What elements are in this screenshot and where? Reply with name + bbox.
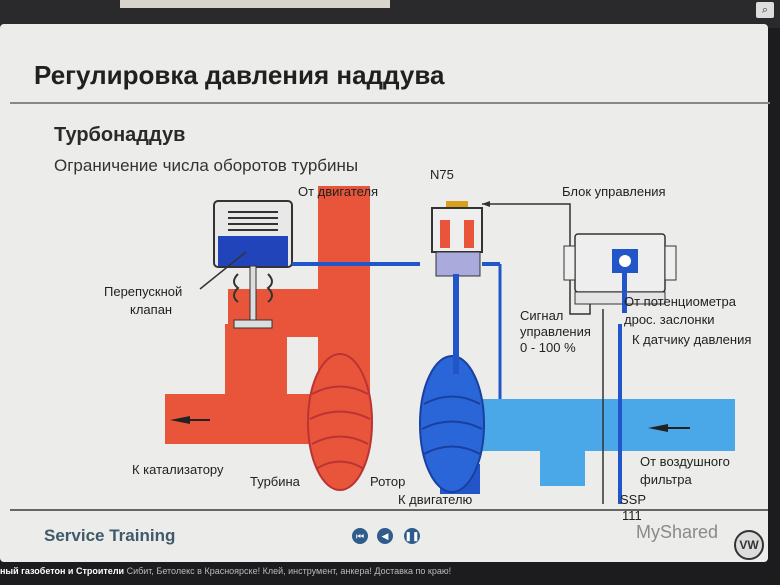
- label-ssp: SSP: [620, 492, 646, 507]
- label-air-filter: От воздушного: [640, 454, 730, 469]
- turbo-diagram: От двигателя N75 Блок управления Перепус…: [104, 167, 751, 523]
- slide-description: Ограничение числа оборотов турбины: [54, 156, 359, 175]
- label-from-engine: От двигателя: [298, 184, 378, 199]
- label-signal-2: управления: [520, 324, 591, 339]
- address-field[interactable]: [120, 0, 390, 8]
- label-signal-3: 0 - 100 %: [520, 340, 576, 355]
- control-unit: [563, 233, 677, 313]
- arrow-left-icon: [648, 424, 668, 432]
- wastegate-valve: [199, 200, 293, 329]
- n75-valve: [431, 201, 502, 399]
- slide: Регулировка давления наддува Турбонаддув…: [0, 24, 770, 562]
- label-ssp-number: 111: [622, 508, 642, 523]
- vw-logo: VW: [734, 530, 764, 560]
- label-n75: N75: [430, 167, 454, 182]
- label-potentiometer-2: дрос. заслонки: [624, 312, 715, 327]
- slide-title: Регулировка давления наддува: [34, 60, 445, 90]
- label-turbine: Турбина: [250, 474, 301, 489]
- label-to-engine: К двигателю: [398, 492, 473, 507]
- search-icon[interactable]: ⌕: [756, 2, 774, 18]
- label-wastegate-2: клапан: [130, 302, 172, 317]
- label-control-unit: Блок управления: [562, 184, 666, 199]
- label-pressure-sensor: К датчику давления: [632, 332, 751, 347]
- arrow-left-icon: [482, 201, 490, 207]
- rotor: [419, 355, 485, 493]
- label-to-catalyst: К катализатору: [132, 462, 224, 477]
- ad-text: Сибит, Бетолекс в Красноярске! Клей, инс…: [126, 566, 452, 576]
- ad-bar[interactable]: ный газобетон и Строители Сибит, Бетолек…: [0, 566, 451, 576]
- ad-bold: ный газобетон и Строители: [0, 566, 125, 576]
- watermark: MyShared: [636, 522, 719, 542]
- label-wastegate: Перепускной: [104, 284, 182, 299]
- turbine: [307, 353, 373, 491]
- divider: [10, 102, 770, 104]
- back-to-start-button[interactable]: ⏮: [352, 528, 368, 544]
- label-rotor: Ротор: [370, 474, 405, 489]
- browser-top-bar: ⌕: [0, 0, 780, 28]
- slide-subtitle: Турбонаддув: [54, 124, 186, 146]
- divider: [10, 509, 768, 511]
- footer-brand: Service Training: [44, 526, 176, 545]
- label-air-filter-2: фильтра: [640, 472, 692, 487]
- label-potentiometer: От потенциометра: [624, 294, 737, 309]
- previous-button[interactable]: ◀: [377, 528, 393, 544]
- pause-button[interactable]: ❚❚: [404, 528, 420, 544]
- label-signal: Сигнал: [520, 308, 563, 323]
